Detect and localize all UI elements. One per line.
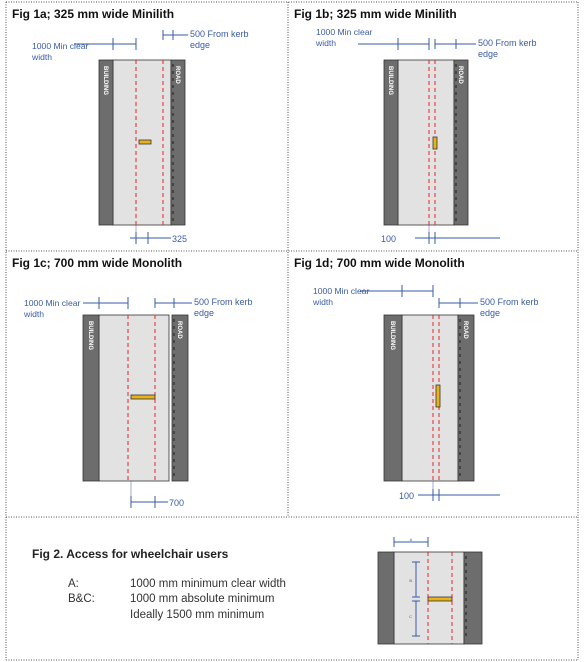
figure-1d-title: Fig 1d; 700 mm wide Monolith	[294, 256, 465, 270]
fig2-label-b: B	[409, 578, 412, 583]
figure-2-key-a: A:	[68, 578, 79, 590]
road-strip	[453, 59, 469, 226]
building-label: BUILDING	[102, 66, 108, 95]
figure-2-key-bc: B&C:	[68, 593, 95, 605]
pavement	[401, 314, 459, 482]
road-strip	[171, 314, 189, 482]
figure-2-value-a: 1000 mm minimum clear width	[130, 578, 286, 590]
monolith-unit	[138, 139, 152, 145]
road-strip	[170, 59, 186, 226]
fig2-label-c: C	[409, 614, 412, 619]
fig2-label-a: A	[410, 537, 413, 542]
road-label: ROAD	[462, 321, 468, 339]
figure-1a-title: Fig 1a; 325 mm wide Minilith	[12, 7, 175, 21]
figure-1c: Fig 1c; 700 mm wide Monolith BUILDING ROA…	[6, 251, 288, 517]
figure-2-value-ideal: Ideally 1500 mm minimum	[130, 609, 265, 621]
monolith-unit	[130, 394, 156, 400]
unit-width-label: 700	[169, 498, 184, 508]
building-wall	[383, 59, 399, 226]
building-label: BUILDING	[387, 66, 393, 95]
figure-2-value-bc: 1000 mm absolute minimum	[130, 593, 275, 605]
fig2-pavement	[393, 551, 465, 645]
figure-1a: Fig 1a; 325 mm wide Minilith BUILDING ROA…	[6, 2, 288, 251]
building-wall	[82, 314, 100, 482]
monolith-unit	[432, 136, 438, 150]
road-label: ROAD	[457, 66, 463, 84]
building-label: BUILDING	[87, 321, 93, 350]
pavement	[397, 59, 455, 226]
fig2-unit	[427, 596, 453, 602]
figure-1c-title: Fig 1c; 700 mm wide Monolith	[12, 256, 183, 270]
road-label: ROAD	[174, 66, 180, 84]
figure-1b: Fig 1b; 325 mm wide Minilith BUILDING ROA…	[288, 2, 578, 251]
road-strip	[457, 314, 475, 482]
road-label: ROAD	[176, 321, 182, 339]
building-wall	[98, 59, 114, 226]
figure-1b-title: Fig 1b; 325 mm wide Minilith	[294, 7, 457, 21]
building-label: BUILDING	[389, 321, 395, 350]
pavement	[98, 314, 170, 482]
unit-width-label: 100	[381, 234, 396, 244]
monolith-unit	[435, 384, 441, 408]
figure-1d: Fig 1d; 700 mm wide Monolith BUILDING ROA…	[288, 251, 578, 517]
unit-width-label: 325	[172, 234, 187, 244]
figure-2-title: Fig 2. Access for wheelchair users	[32, 547, 229, 561]
fig2-building-wall	[377, 551, 395, 645]
building-wall	[383, 314, 403, 482]
fig2-road-strip	[463, 551, 483, 645]
unit-width-label: 100	[399, 491, 414, 501]
